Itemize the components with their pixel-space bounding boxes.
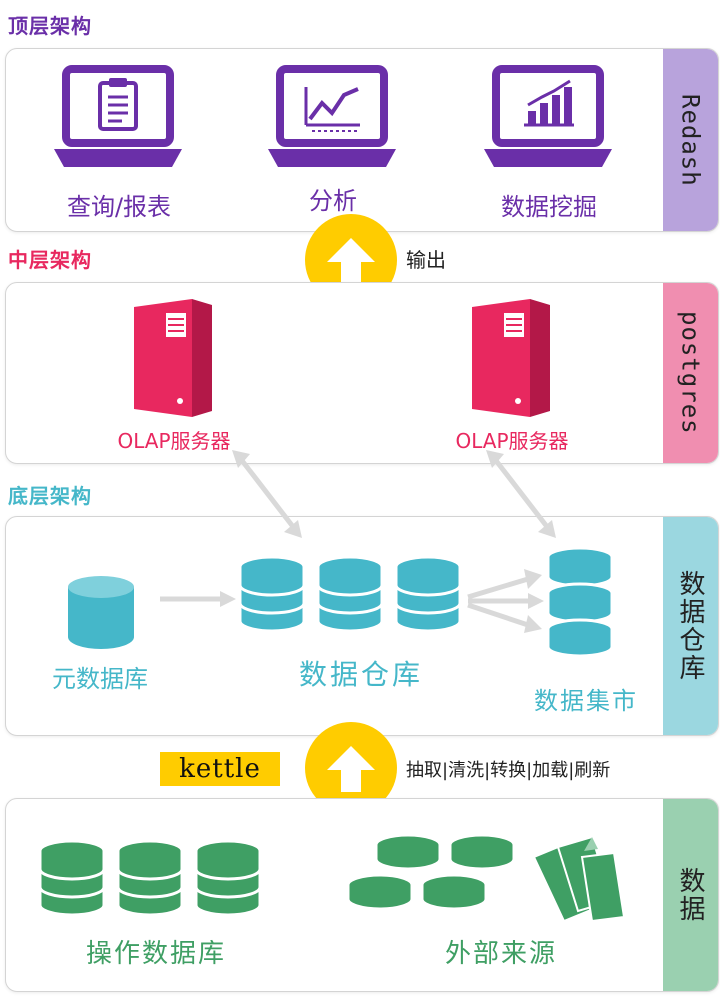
warehouse-side-label: 数据仓库	[663, 517, 718, 735]
connector-server2-mart	[486, 450, 556, 538]
laptop-mining-icon	[484, 65, 612, 167]
operational-db-icon	[38, 839, 262, 917]
warehouse-panel: 数据仓库 元数据库 数据仓库	[5, 516, 719, 736]
laptop-analysis-icon	[268, 65, 396, 167]
operational-db-label: 操作数据库	[85, 939, 226, 969]
arrows-warehouse-to-mart	[467, 569, 544, 633]
external-files-icon	[532, 835, 626, 923]
olap-server-icon-2	[472, 299, 550, 417]
etl-steps-label: 抽取|清洗|转换|加载|刷新	[406, 760, 611, 781]
query-report-label: 查询/报表	[66, 193, 172, 221]
analysis-label: 分析	[309, 187, 357, 215]
data-mart-icon	[546, 546, 614, 658]
metadata-db-icon	[68, 576, 134, 649]
top-panel: Redash 查询/报表 分析 数据挖掘	[5, 48, 719, 232]
warehouse-db-icon	[238, 555, 462, 633]
middle-panel: postgres OLAP服务器 OLAP服务器	[5, 282, 719, 464]
arrow-meta-to-warehouse	[160, 591, 236, 607]
output-label: 输出	[406, 248, 446, 272]
data-mining-label: 数据挖掘	[501, 193, 597, 221]
section-title-bottom: 底层架构	[8, 484, 92, 508]
olap-server-label-2: OLAP服务器	[455, 429, 569, 453]
metadata-db-label: 元数据库	[52, 665, 148, 693]
kettle-badge: kettle	[160, 752, 280, 786]
laptop-report-icon	[54, 65, 182, 167]
olap-server-label-1: OLAP服务器	[117, 429, 231, 453]
data-panel: 数据 操作数据库 外部来源	[5, 798, 719, 992]
connector-server1-warehouse	[232, 450, 302, 538]
olap-server-icon-1	[134, 299, 212, 417]
external-source-discs-icon	[346, 833, 516, 911]
postgres-label: postgres	[663, 283, 718, 463]
redash-label: Redash	[663, 49, 718, 231]
section-title-top: 顶层架构	[8, 14, 92, 38]
section-title-middle: 中层架构	[8, 248, 92, 272]
data-side-label: 数据	[663, 799, 718, 991]
external-source-label: 外部来源	[444, 939, 557, 969]
data-mart-label: 数据集市	[534, 687, 638, 715]
warehouse-label: 数据仓库	[298, 658, 423, 691]
